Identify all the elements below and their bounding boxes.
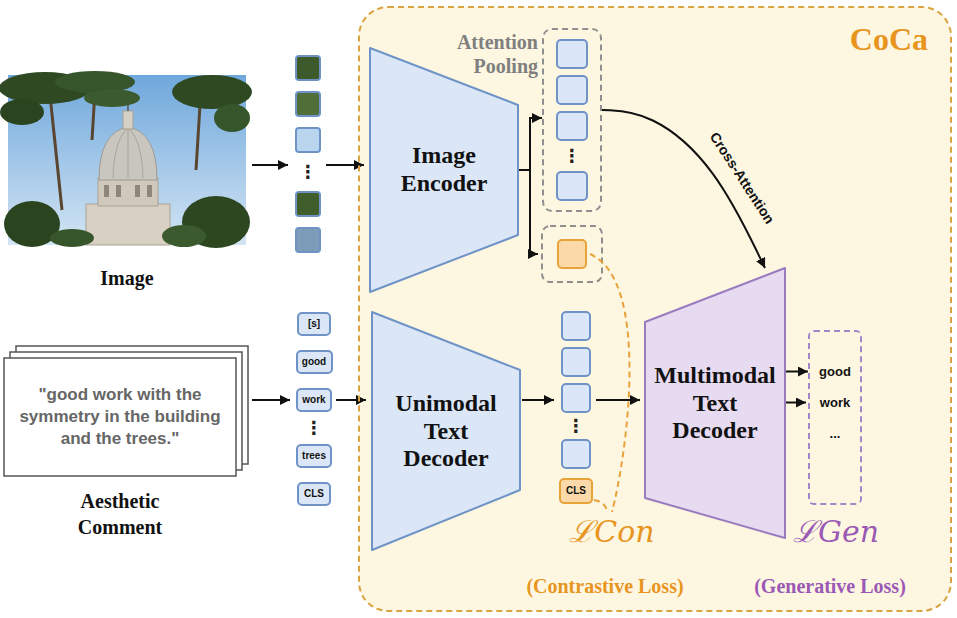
node-label: Image Encoder bbox=[389, 142, 499, 197]
pooled-tokens bbox=[557, 40, 587, 200]
image-patches bbox=[296, 92, 320, 116]
block-shape bbox=[372, 312, 520, 550]
attention-pooling: Attention Pooling bbox=[542, 28, 602, 212]
contrastive-leader bbox=[594, 500, 607, 512]
text-embeddings bbox=[562, 384, 590, 412]
node-label: good bbox=[302, 357, 326, 367]
text-embeddings bbox=[562, 440, 590, 468]
input-photo bbox=[135, 185, 140, 197]
input-photo bbox=[162, 225, 206, 247]
input-photo bbox=[123, 111, 133, 129]
image-cls-token bbox=[542, 226, 602, 282]
text-token: good bbox=[296, 350, 333, 374]
text-embeddings bbox=[562, 348, 590, 376]
block-shape bbox=[370, 48, 518, 292]
node-label: good bbox=[810, 356, 860, 387]
block-shape bbox=[645, 268, 785, 538]
generated-tokens: goodwork... bbox=[808, 330, 862, 505]
node-label: Unimodal Text Decoder bbox=[386, 390, 506, 473]
aesthetic-comment: "good work with the symmetry in the buil… bbox=[4, 358, 236, 558]
flow-arrow bbox=[530, 170, 538, 254]
image-cls-token bbox=[542, 226, 602, 282]
node-label: Multimodal Text Decoder bbox=[650, 362, 780, 445]
ellipsis: ⋮ bbox=[567, 417, 585, 435]
text-token: CLS bbox=[297, 482, 331, 506]
comment-cards bbox=[4, 346, 248, 476]
ellipsis: ⋮ bbox=[305, 419, 323, 437]
text-embeddings bbox=[562, 312, 590, 340]
input-photo bbox=[99, 127, 157, 180]
node-text: ... bbox=[810, 418, 860, 449]
loss-symbol: ℒCon bbox=[569, 515, 654, 548]
node-label: CoCa bbox=[850, 22, 928, 57]
image-patches bbox=[296, 192, 320, 216]
input-photo bbox=[86, 204, 170, 245]
node-text: work bbox=[810, 387, 860, 418]
cls-embedding: CLS bbox=[559, 478, 593, 504]
contrastive-leader bbox=[590, 254, 630, 512]
flow-arrow bbox=[252, 399, 290, 401]
loss-name: (Contrastive Loss) bbox=[526, 574, 683, 598]
flow-arrow bbox=[336, 399, 366, 401]
pooled-tokens bbox=[557, 172, 587, 200]
node-label: Image bbox=[8, 266, 246, 290]
coca-ground bbox=[359, 7, 951, 611]
input-photo bbox=[55, 71, 135, 93]
input-photo bbox=[104, 185, 109, 197]
node-label: [s] bbox=[308, 319, 320, 329]
input-photo bbox=[0, 71, 252, 248]
pooled-tokens bbox=[557, 76, 587, 104]
connector bbox=[785, 371, 808, 373]
input-photo bbox=[172, 75, 252, 109]
image-patches bbox=[296, 228, 320, 252]
image-patches bbox=[296, 128, 320, 152]
image-patches bbox=[296, 56, 320, 252]
node-label: trees bbox=[302, 451, 326, 461]
ellipsis: ⋮ bbox=[563, 147, 581, 165]
input-image: Image bbox=[8, 75, 246, 290]
node-text: Aesthetic Comment bbox=[55, 488, 185, 540]
pooled-tokens bbox=[557, 40, 587, 68]
comment-cards bbox=[4, 358, 236, 476]
text-token: [s] bbox=[297, 312, 331, 336]
text-token: work bbox=[296, 388, 332, 412]
node-label: Attention Pooling bbox=[420, 30, 538, 78]
image-cls-token bbox=[558, 240, 586, 268]
ellipsis: ⋮ bbox=[299, 163, 317, 181]
flow-arrow bbox=[252, 164, 288, 166]
input-photo bbox=[116, 185, 121, 197]
flow-arrow bbox=[596, 399, 640, 401]
input-photo bbox=[214, 104, 250, 132]
flow-arrow bbox=[785, 402, 806, 404]
input-photo bbox=[98, 178, 158, 206]
unimodal-decoder: Unimodal Text Decoder bbox=[372, 312, 520, 550]
node-label: CLS bbox=[566, 486, 586, 496]
pooled-tokens bbox=[557, 112, 587, 140]
node-label: "good work with the symmetry in the buil… bbox=[4, 358, 236, 476]
node-label: work bbox=[302, 395, 325, 405]
image-encoder: Image Encoder bbox=[370, 48, 518, 292]
input-photo bbox=[50, 90, 200, 210]
node-label: CLS bbox=[304, 489, 324, 499]
multimodal-decoder: Multimodal Text Decoder bbox=[645, 268, 785, 538]
loss-symbol: ℒGen bbox=[793, 515, 879, 548]
input-photo bbox=[84, 89, 140, 107]
input-photo bbox=[147, 185, 152, 197]
input-photo bbox=[0, 99, 44, 125]
image-patches bbox=[296, 56, 320, 80]
loss-name: (Generative Loss) bbox=[754, 574, 906, 598]
input-photo bbox=[50, 229, 94, 247]
connector bbox=[518, 118, 542, 170]
text-token: trees bbox=[296, 444, 332, 468]
contrastive-leader bbox=[590, 254, 630, 512]
flow-arrow bbox=[522, 399, 554, 401]
text-embeddings bbox=[562, 312, 590, 468]
input-photo bbox=[113, 128, 143, 178]
